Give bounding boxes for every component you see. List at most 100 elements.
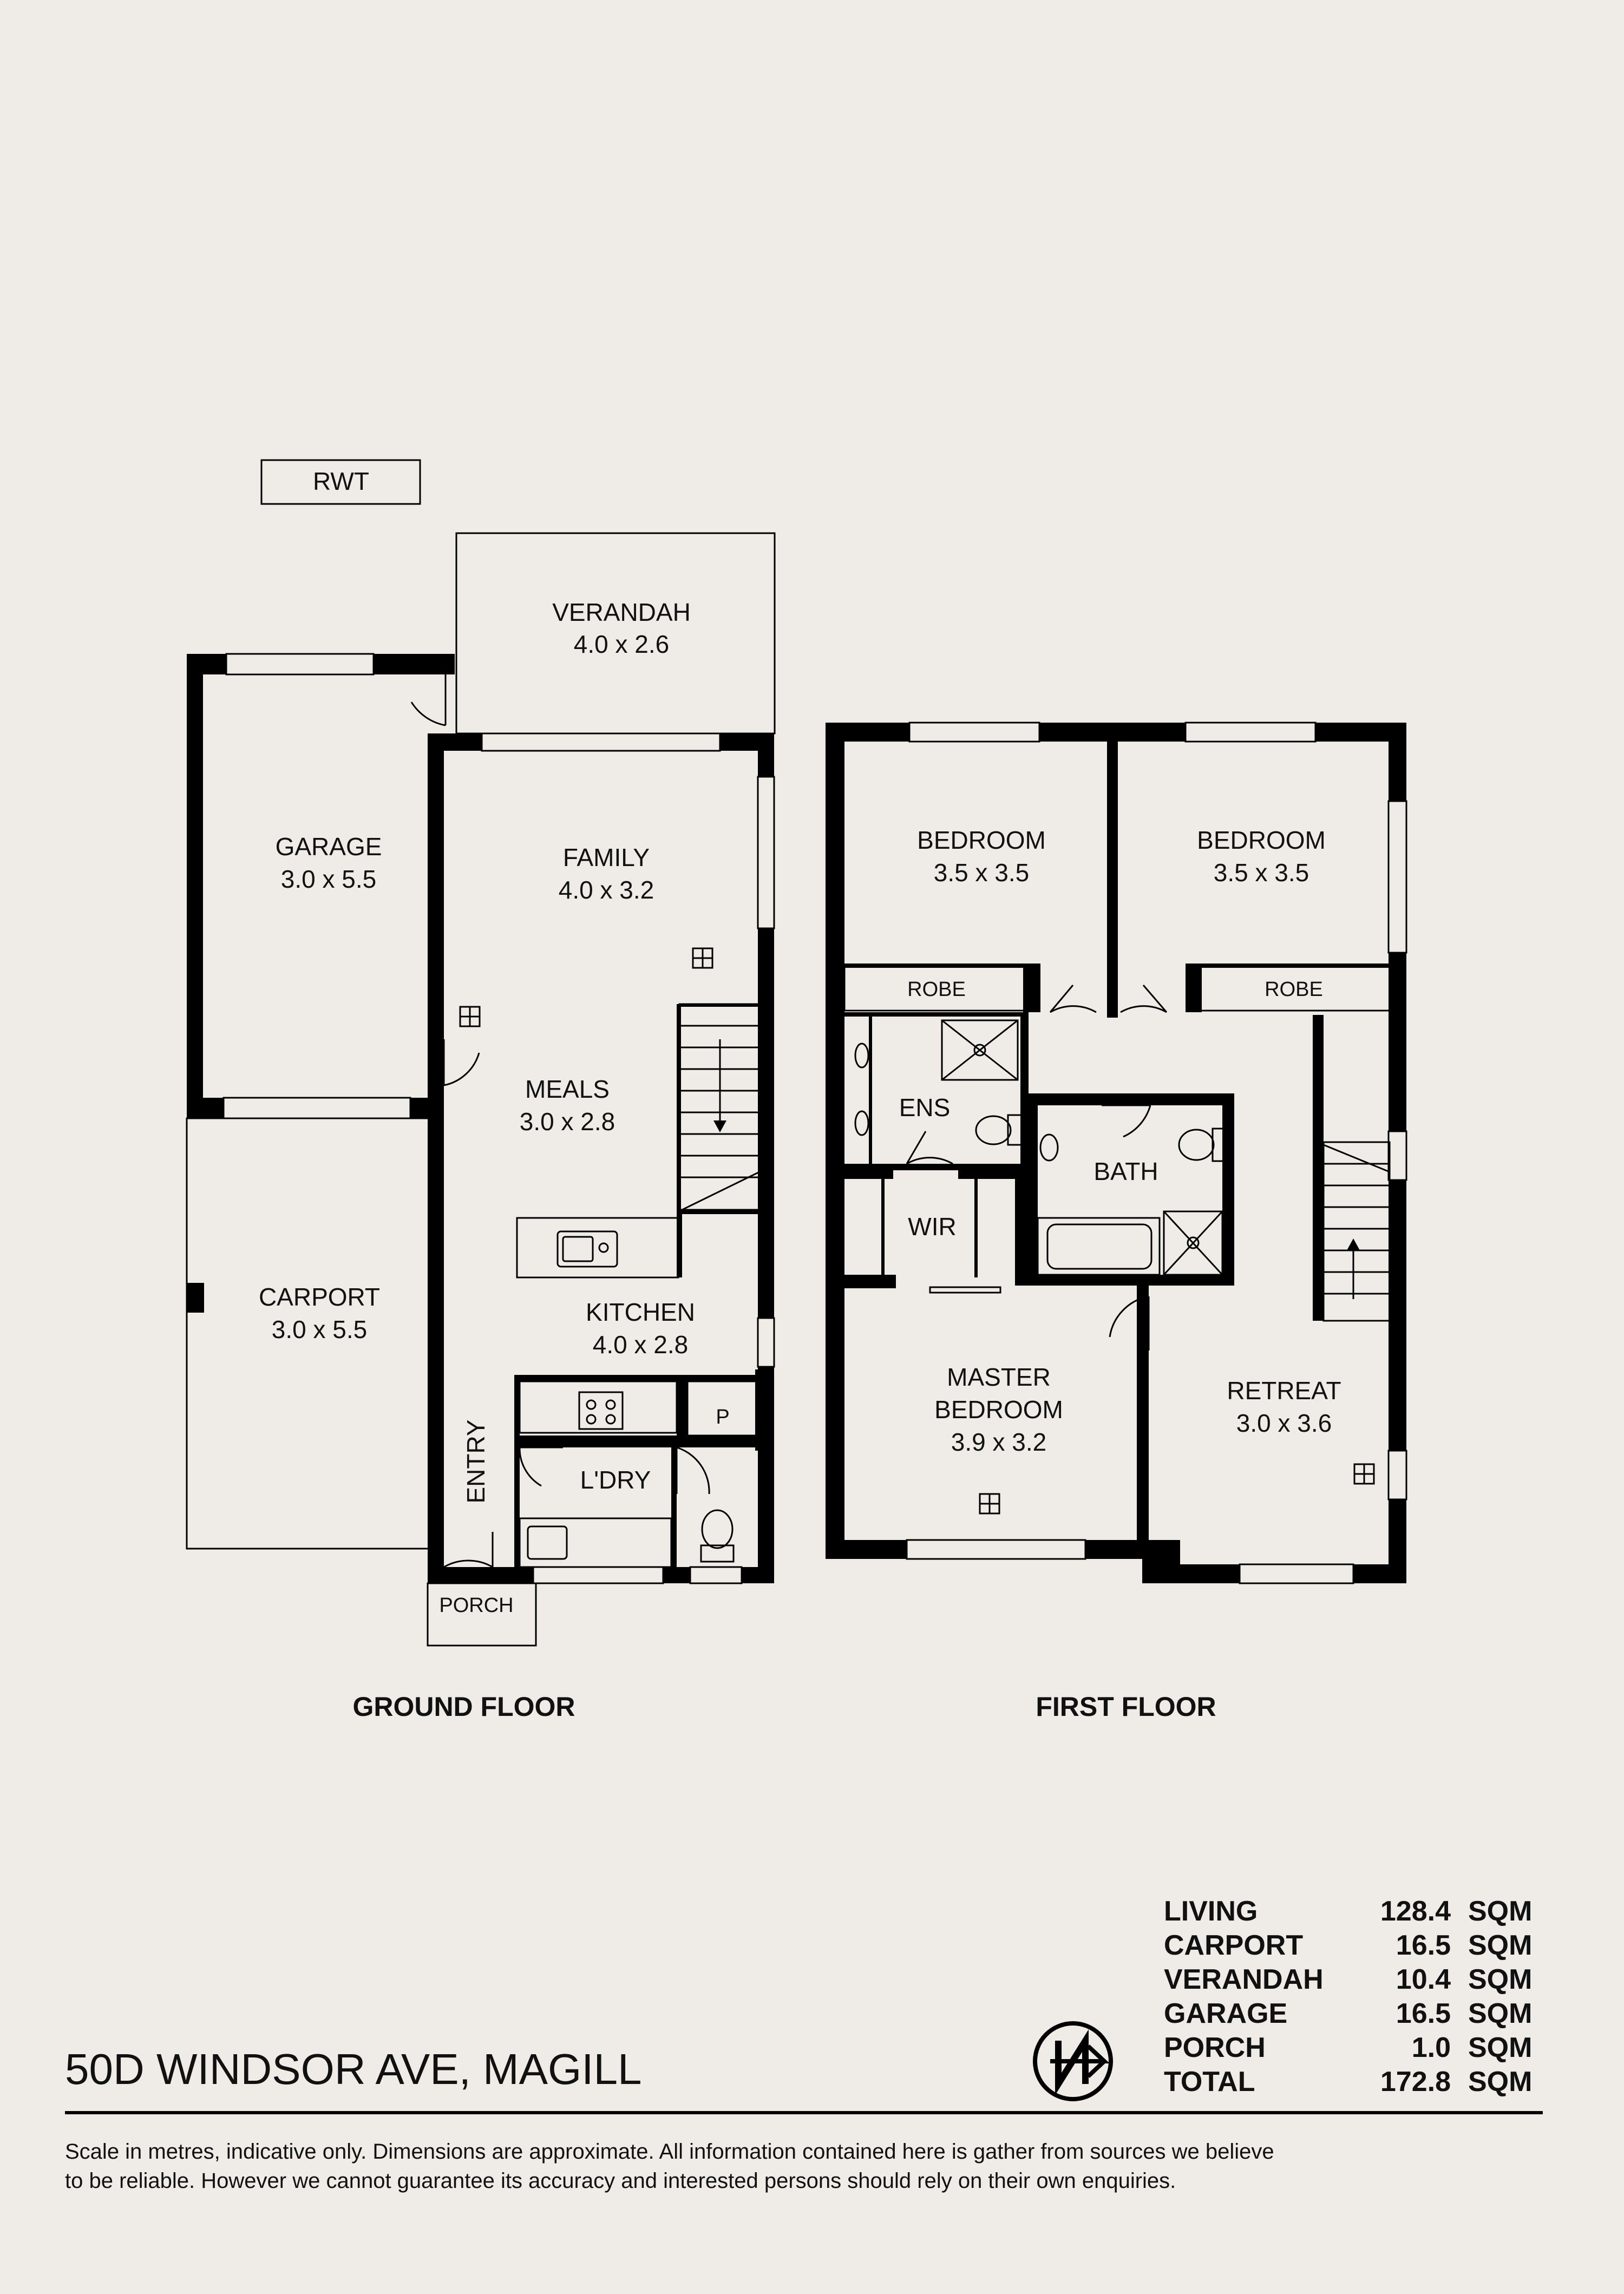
first-floor-label: FIRST FLOOR [1036,1692,1216,1722]
master-dims: 3.9 x 3.2 [951,1428,1046,1456]
master-door [1109,1295,1150,1351]
porch-outline [427,1582,537,1647]
bathtub-icon [1037,1217,1161,1276]
cooktop-icon [578,1391,624,1430]
footer-rule [65,2111,1543,2114]
carport-label: CARPORT [259,1283,380,1311]
ground-floor-label: GROUND FLOOR [352,1692,575,1722]
area-unit: SQM [1468,1930,1532,1961]
kitchen-window-east [757,1317,775,1368]
entry-label: ENTRY [462,1419,490,1503]
robe2-top [1196,964,1390,968]
stair-wall [677,1004,681,1215]
master-label-line1: MASTER [947,1363,1051,1391]
porch-wall [428,1567,466,1583]
rwt-label: RWT [313,467,369,495]
bench-end [514,1375,520,1440]
retreat-label: RETREAT [1227,1377,1341,1405]
wir-slider [929,1286,1001,1294]
ens-vanity-line [869,1017,872,1164]
wc-window-south [689,1566,743,1584]
retreat-window-south [1239,1563,1354,1584]
area-unit: SQM [1468,1964,1532,1995]
stairs [679,1025,760,1211]
bedroom2-label: BEDROOM [1197,826,1326,854]
ens-label: ENS [899,1093,951,1122]
stair-bottom [679,1210,759,1214]
bedroom1-label: BEDROOM [917,826,1046,854]
wir-rail-right [974,1169,978,1277]
retreat-dims: 3.0 x 3.6 [1236,1409,1332,1437]
area-value: 16.5 [1396,1998,1451,2029]
family-dims: 4.0 x 3.2 [559,876,654,904]
robe2-label: ROBE [1265,978,1323,1001]
area-unit: SQM [1468,1998,1532,2029]
bath-label: BATH [1093,1157,1158,1185]
rwt-box [260,459,421,505]
first-floor: BEDROOM 3.5 x 3.5 ROBE BEDROOM 3.5 x 3.5… [826,722,1407,1722]
light-fitting [692,947,713,969]
stairs-first [1322,1141,1391,1322]
ens-toilet-icon [975,1114,1023,1146]
laundry-window-south [532,1566,664,1584]
ens-shower-icon [941,1019,1019,1081]
retreat-window-east-1 [1387,1130,1407,1181]
sliding-door-north [481,732,721,752]
meals-label: MEALS [525,1075,610,1103]
pantry-wall-left [677,1381,687,1436]
garage-window-bottom [222,1097,411,1119]
master-wall-east [1137,1286,1149,1543]
garage-door [410,674,447,726]
ens-door [906,1131,953,1165]
kitchen-island [516,1217,679,1279]
area-label: GARAGE [1164,1998,1287,2029]
laundry-wall-west [514,1436,520,1568]
light-fitting [1353,1463,1375,1485]
bath-toilet-icon [1178,1128,1224,1162]
wir-label: WIR [908,1212,956,1241]
bath-door [1102,1104,1151,1138]
area-value: 128.4 [1380,1896,1451,1927]
stair-top [679,1004,759,1007]
area-value: 1.0 [1412,2032,1451,2063]
master-window [906,1539,1086,1560]
disclaimer-line2: to be reliable. However we cannot guaran… [65,2169,1176,2193]
light-fitting [979,1493,1000,1515]
wir-wall-east [1015,1169,1026,1286]
kitchen-dims: 4.0 x 2.8 [593,1330,688,1359]
area-unit: SQM [1468,2032,1532,2063]
garage-label: GARAGE [276,833,382,861]
footer: LIVING 128.4 SQM CARPORT 16.5 SQM VERAND… [65,1896,1543,2193]
toilet-icon [700,1509,735,1563]
bath-basin-icon [1039,1133,1059,1162]
ens-basin-icon [854,1043,869,1069]
bed2-door [1120,985,1168,1013]
area-label: LIVING [1164,1896,1258,1927]
garage-house-door [443,1039,480,1086]
bed1-door [1049,985,1097,1013]
front-door [443,1532,494,1568]
light-fitting [459,1006,481,1027]
robe1-label: ROBE [907,978,966,1001]
stair-wall-first [1313,1015,1324,1321]
master-label-line2: BEDROOM [934,1395,1063,1424]
laundry-label: L'DRY [580,1466,651,1494]
bath-wall-east [1222,1093,1234,1286]
north-arrow-icon [1033,2021,1113,2101]
bath-wall-west [1026,1093,1038,1286]
bed-divider-wall [1107,723,1118,1015]
area-value: 172.8 [1380,2066,1451,2098]
family-label: FAMILY [563,843,650,871]
area-unit: SQM [1468,2066,1532,2098]
laundry-bench [519,1517,672,1568]
first-wall-step [1142,1540,1180,1583]
kitchen-partition [677,1212,682,1277]
laundry-door [519,1446,563,1487]
bed1-window [908,722,1040,743]
pantry-wall-right [755,1369,761,1451]
area-label: TOTAL [1164,2066,1255,2098]
laundry-wall-top [514,1436,758,1447]
disclaimer-line1: Scale in metres, indicative only. Dimens… [65,2140,1274,2164]
bed2-window-east [1387,800,1407,954]
